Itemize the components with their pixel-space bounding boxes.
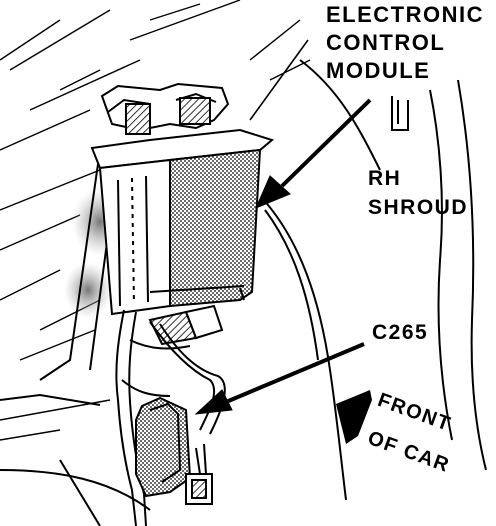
rh-shroud-outline	[261, 59, 487, 501]
leader-arrows	[194, 39, 372, 415]
front-of-car-arrow	[336, 390, 372, 444]
ecm-label-line-2: CONTROL	[326, 30, 446, 55]
ecm-label-line-3: MODULE	[326, 58, 431, 83]
rh-shroud-label-line-2: SHROUD	[368, 196, 469, 219]
rh-shroud-label: RH SHROUD	[368, 168, 468, 226]
c265-connector	[135, 396, 213, 505]
ecm-label: ELECTRONIC CONTROL MODULE	[326, 4, 484, 88]
c265-label: C265	[372, 321, 429, 344]
ecm-connector	[148, 304, 224, 346]
ecm-box	[90, 128, 275, 316]
dash-edge	[0, 149, 151, 526]
rh-shroud-label-line-1: RH	[368, 167, 402, 190]
ecm-label-line-1: ELECTRONIC	[326, 2, 484, 27]
ecm-mounting-bracket	[100, 82, 230, 135]
